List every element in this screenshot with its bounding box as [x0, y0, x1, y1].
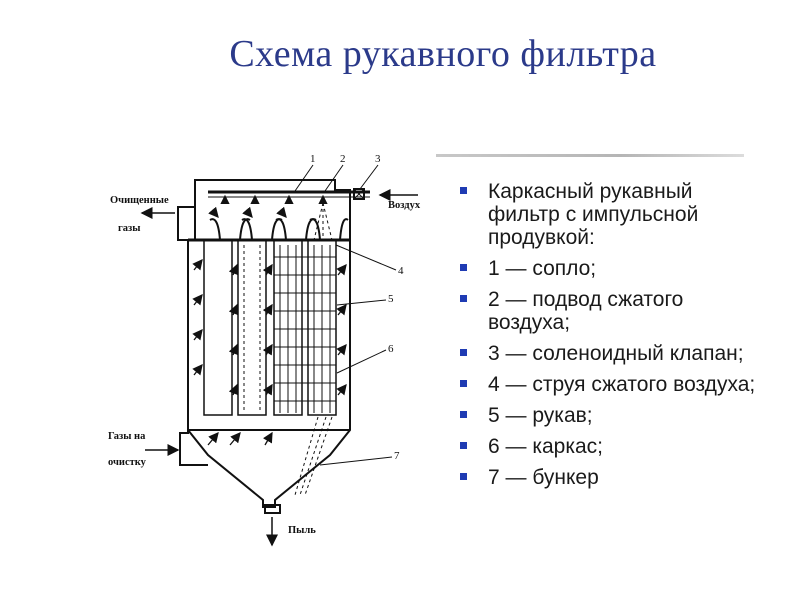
filter-bag-2	[237, 239, 267, 416]
filter-bag-3	[273, 239, 303, 416]
callout-2: 2	[340, 153, 346, 165]
bullet-icon	[460, 264, 467, 271]
bullet-icon	[460, 442, 467, 449]
dust-outlet	[264, 504, 281, 514]
legend-item: Каркасный рукавный фильтр с импульсной п…	[458, 180, 758, 249]
callout-5: 5	[388, 293, 394, 305]
filter-cage	[243, 245, 336, 413]
callout-1: 1	[310, 153, 316, 165]
legend-item: 6 — каркас;	[458, 435, 758, 458]
inlet-label-1: Газы на	[108, 431, 146, 442]
callout-6: 6	[388, 343, 394, 355]
bag-filter-diagram: Очищенные газы Воздух Газы на очистку Пы…	[100, 145, 430, 555]
solenoid-valve	[353, 188, 365, 200]
legend-item: 5 — рукав;	[458, 404, 758, 427]
callout-3: 3	[375, 153, 381, 165]
bullet-icon	[460, 187, 467, 194]
housing-outline	[187, 179, 351, 508]
inlet-label-2: очистку	[108, 457, 146, 468]
callout-4: 4	[398, 265, 404, 277]
callout-7: 7	[394, 450, 400, 462]
legend-item: 3 — соленоидный клапан;	[458, 342, 758, 365]
bullet-icon	[460, 349, 467, 356]
legend-list: Каркасный рукавный фильтр с импульсной п…	[458, 180, 758, 497]
clean-gases-label-1: Очищенные	[110, 195, 169, 206]
filter-bag-1	[203, 239, 233, 416]
bullet-icon	[460, 411, 467, 418]
legend-item: 4 — струя сжатого воздуха;	[458, 373, 758, 396]
dust-label: Пыль	[288, 525, 316, 536]
bullet-icon	[460, 473, 467, 480]
air-label: Воздух	[388, 200, 421, 211]
bullet-icon	[460, 295, 467, 302]
title-divider	[436, 154, 744, 157]
legend-item: 1 — сопло;	[458, 257, 758, 280]
bullet-icon	[460, 380, 467, 387]
page-title: Схема рукавного фильтра	[229, 33, 657, 75]
filter-bag-4	[307, 239, 337, 416]
legend-item: 2 — подвод сжатого воздуха;	[458, 288, 758, 334]
inlet-duct	[179, 430, 208, 466]
clean-gases-label-2: газы	[118, 223, 141, 234]
legend-item: 7 — бункер	[458, 466, 758, 489]
bag-filter-drawing	[140, 164, 418, 547]
